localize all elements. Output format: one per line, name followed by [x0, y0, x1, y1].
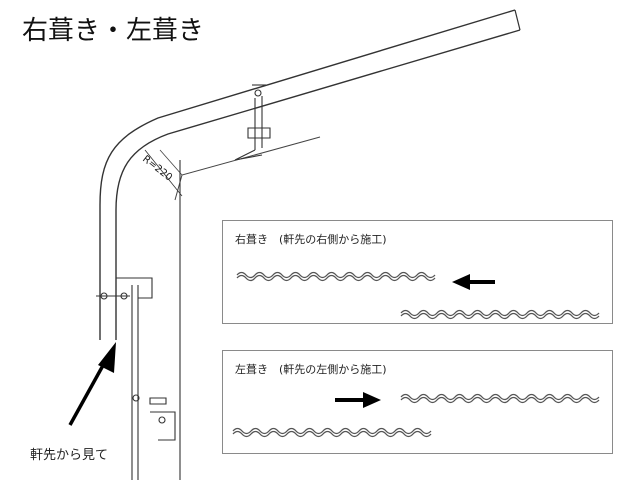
arrow-right-icon: [335, 392, 381, 408]
wave-sheet-lower-2: [232, 430, 432, 438]
radius-label: R=220: [140, 154, 174, 184]
panel-left-installation: 左葺き (軒先の左側から施工): [222, 350, 613, 454]
wave-sheet-upper: [236, 271, 436, 279]
page-title: 右葺き・左葺き: [22, 16, 205, 46]
wave-sheet-upper-2: [400, 396, 600, 404]
arrow-left-icon: [452, 274, 495, 290]
panel-right-caption: 右葺き (軒先の右側から施工): [235, 233, 387, 246]
wave-sheet-lower-2: [400, 312, 600, 320]
panel-right-installation: 右葺き (軒先の右側から施工): [222, 220, 613, 324]
wave-sheet-lower: [232, 427, 432, 435]
radius-dimension-line: [144, 149, 183, 197]
wave-sheet-upper-2: [236, 274, 436, 282]
rafter-line: [174, 136, 321, 201]
upper-bracket: [234, 84, 271, 161]
view-from-eave-label: 軒先から見て: [30, 448, 109, 463]
eave-bracket: [96, 160, 181, 480]
lower-bracket: [132, 394, 176, 441]
wave-sheet-lower: [400, 309, 600, 317]
panel-right-diagram: [236, 271, 600, 320]
roof-sheet-inner-line: [115, 29, 521, 340]
wave-sheet-upper: [400, 393, 600, 401]
panel-left-diagram: [232, 392, 600, 438]
panel-left-caption: 左葺き (軒先の左側から施工): [235, 363, 387, 376]
view-direction-arrow: [68, 342, 116, 426]
roof-sheet-outer-line: [99, 9, 516, 340]
